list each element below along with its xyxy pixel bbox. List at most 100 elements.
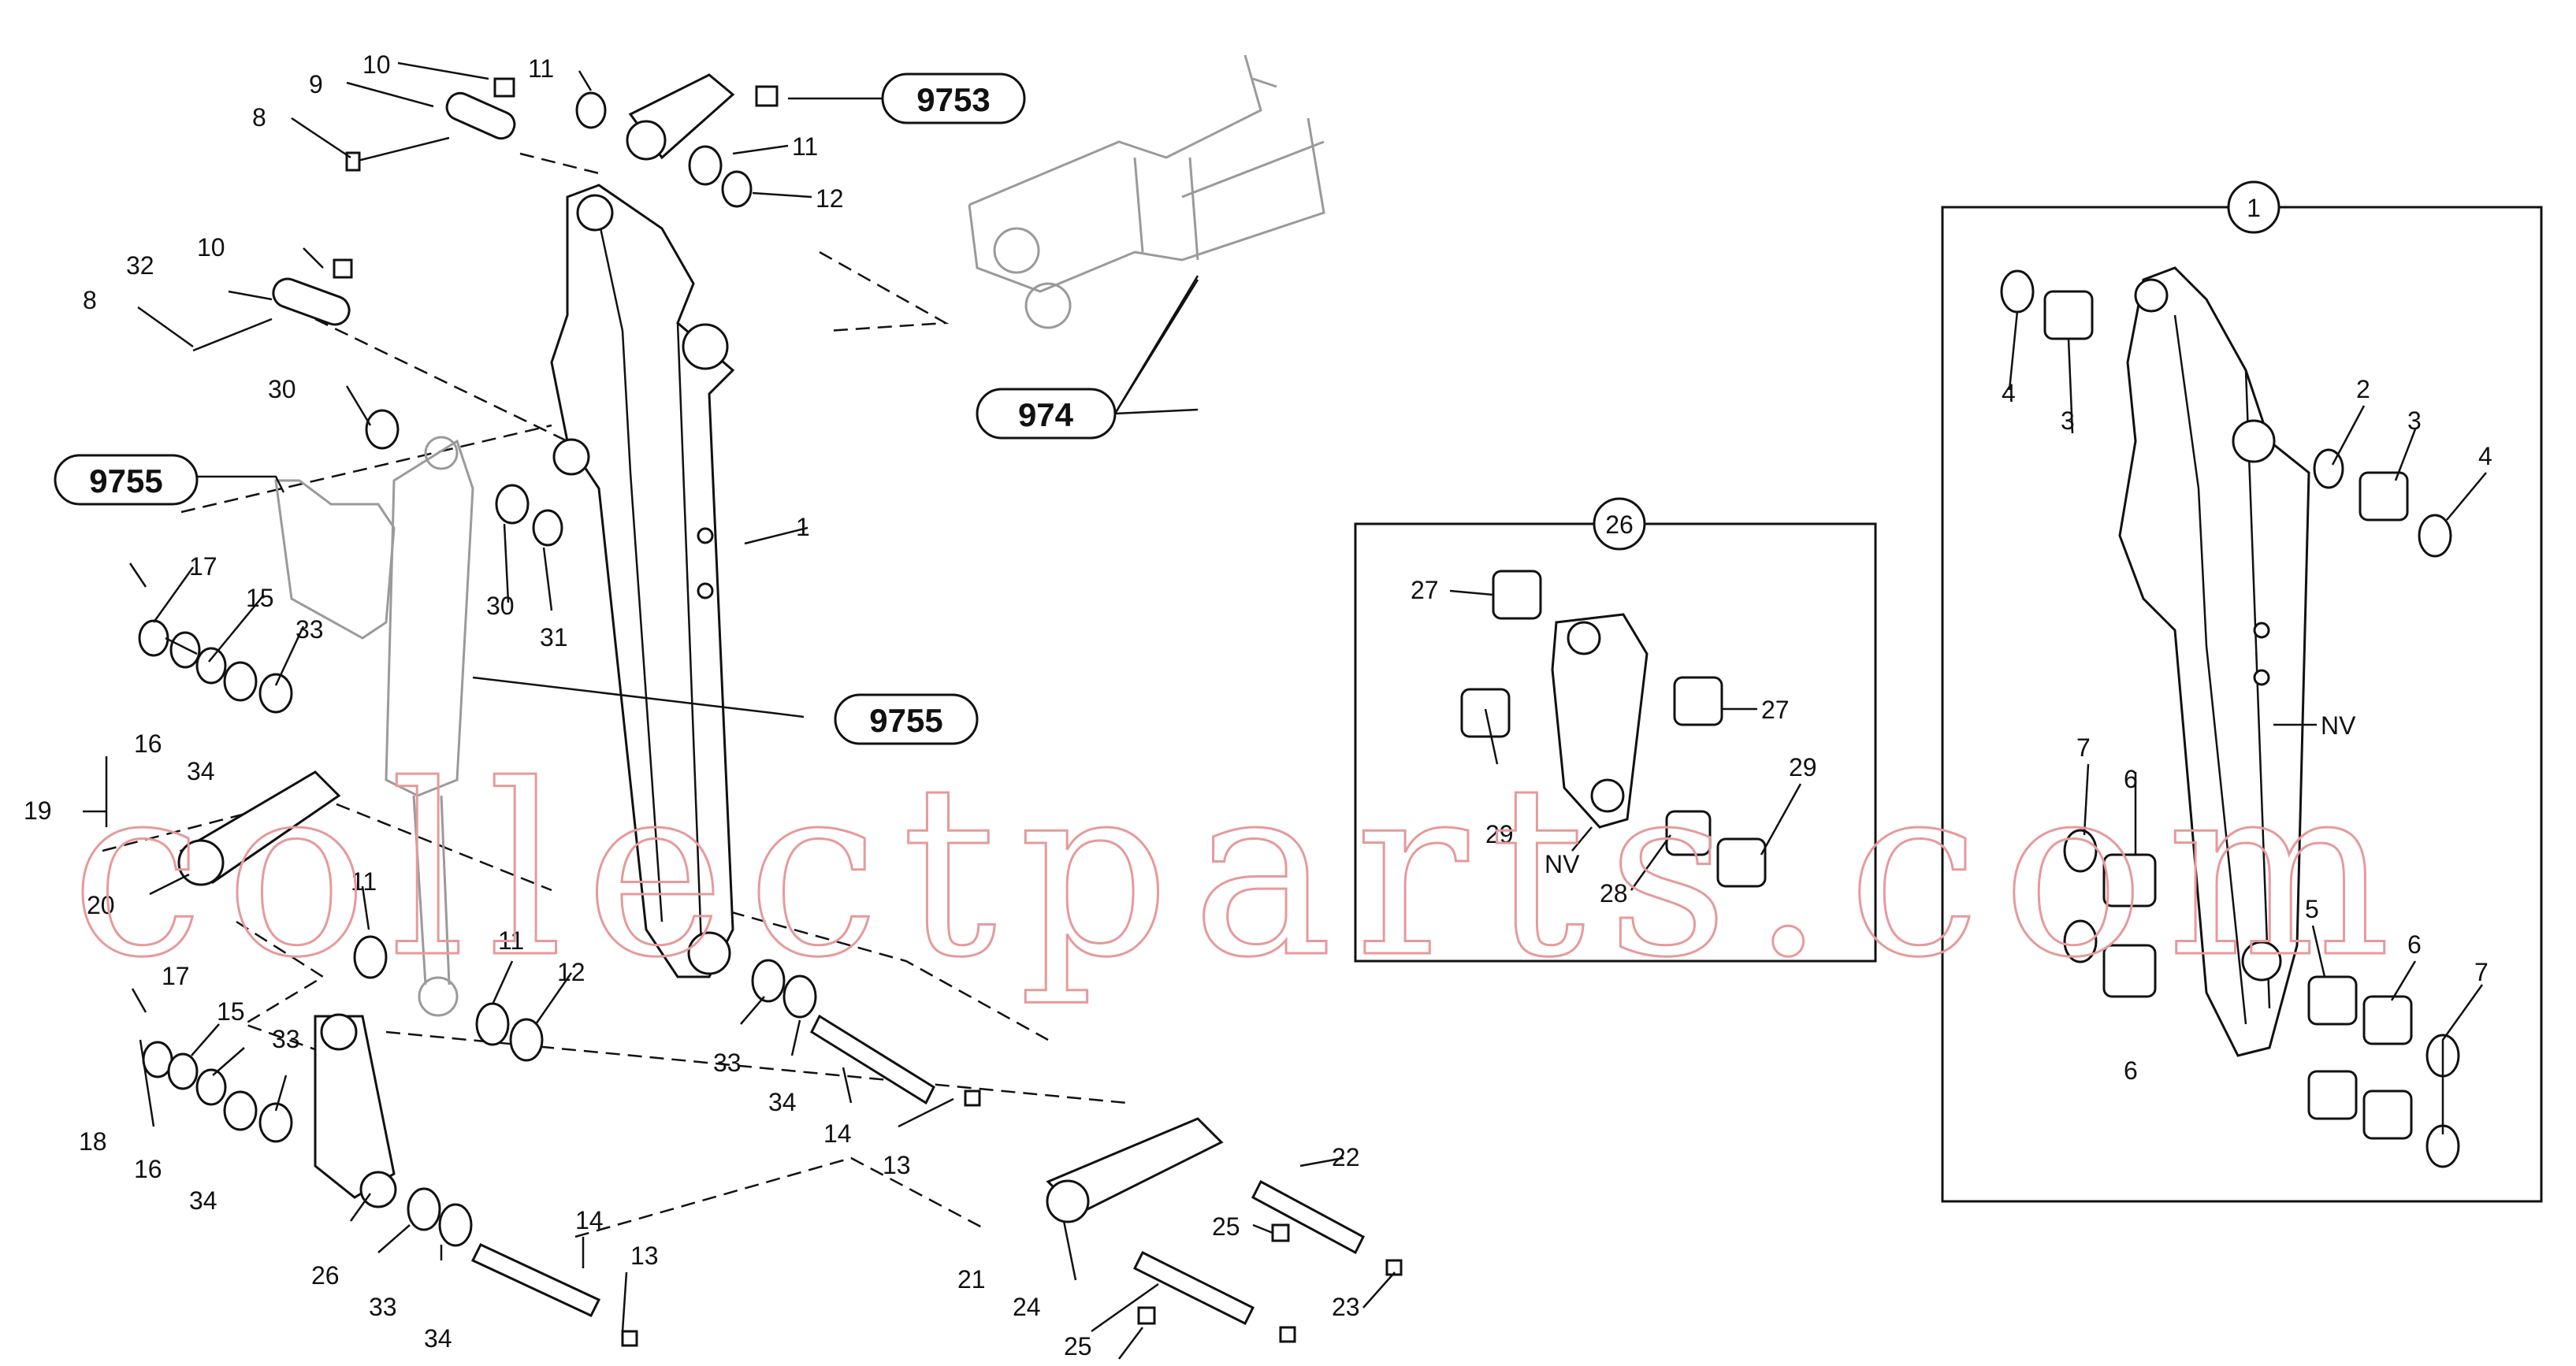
washer-11 bbox=[688, 145, 723, 186]
part-label: 5 bbox=[2305, 895, 2319, 923]
ref-label-9753: 9753 bbox=[916, 81, 990, 118]
pin-9 bbox=[445, 91, 516, 140]
guard-plate bbox=[274, 479, 396, 640]
pin-24 bbox=[1132, 1250, 1255, 1326]
part-label: 11 bbox=[351, 867, 377, 896]
pin-32 bbox=[272, 277, 351, 326]
part-label: 34 bbox=[189, 1186, 217, 1215]
link-bore bbox=[177, 839, 225, 886]
svg-text:1: 1 bbox=[2247, 194, 2261, 222]
washer-34 bbox=[782, 974, 817, 1019]
washer-12 bbox=[509, 1018, 544, 1062]
part-label: 19 bbox=[24, 796, 52, 825]
ref-box-9755-mid: 9755 bbox=[834, 693, 979, 745]
part-label: 33 bbox=[713, 1049, 742, 1077]
part-label: 33 bbox=[369, 1293, 397, 1321]
part-label: 17 bbox=[162, 962, 190, 990]
pin-14 bbox=[810, 1014, 935, 1105]
ghost-boom-frame bbox=[968, 54, 1325, 329]
bushing-28 bbox=[1665, 810, 1712, 856]
part-label: 25 bbox=[1212, 1212, 1240, 1241]
part-label: 14 bbox=[823, 1119, 852, 1148]
fitting-23 bbox=[1279, 1326, 1296, 1343]
nut-10-lower bbox=[333, 258, 353, 279]
detail-circle-1: 1 bbox=[2227, 180, 2280, 234]
ref-label-974: 974 bbox=[1018, 396, 1074, 433]
washer-15 bbox=[167, 1052, 199, 1090]
part-label: 4 bbox=[2002, 379, 2016, 407]
part-label: 22 bbox=[1332, 1143, 1360, 1171]
ref-box-9755-top: 9755 bbox=[54, 454, 199, 506]
part-label: 26 bbox=[311, 1261, 340, 1290]
washer-33 bbox=[751, 959, 786, 1003]
part-label: 8 bbox=[252, 103, 266, 132]
part-label: 32 bbox=[126, 251, 154, 280]
part-label: NV bbox=[2321, 711, 2356, 740]
dashed-leaders bbox=[102, 152, 1128, 1238]
part-label: 21 bbox=[957, 1265, 986, 1294]
ref-label-9755: 9755 bbox=[89, 462, 162, 499]
part-label: 23 bbox=[1332, 1293, 1360, 1321]
ref-box-974: 974 bbox=[976, 279, 1199, 440]
part-label: 16 bbox=[134, 729, 162, 758]
washer-34 bbox=[438, 1203, 473, 1247]
washer-16 bbox=[138, 619, 169, 657]
part-label: 16 bbox=[134, 1155, 162, 1183]
part-label: 2 bbox=[2356, 375, 2370, 403]
arm-pin-bore-low bbox=[552, 438, 590, 476]
washer-15 bbox=[195, 1068, 227, 1106]
part-label: 13 bbox=[630, 1242, 659, 1270]
part-label: 13 bbox=[883, 1151, 911, 1179]
bushing-6 bbox=[2102, 944, 2157, 998]
bushing-3 bbox=[2359, 471, 2409, 522]
part-label: 8 bbox=[83, 286, 97, 314]
grease-nipple bbox=[697, 582, 714, 599]
part-label: 6 bbox=[2407, 930, 2422, 959]
washer-11 bbox=[475, 1002, 510, 1046]
grease-fitting bbox=[755, 85, 779, 107]
washer-15 bbox=[195, 647, 227, 685]
part-label: 9 bbox=[309, 70, 323, 98]
washer-30 bbox=[365, 409, 400, 450]
washer-11 bbox=[575, 91, 607, 129]
small-parts bbox=[105, 73, 1403, 1347]
detail-box-1 bbox=[1941, 206, 2543, 1203]
part-labels: 10 9 8 11 11 12 10 32 8 30 1 30 31 17 15… bbox=[24, 50, 2492, 1360]
part-label: 30 bbox=[268, 375, 296, 403]
bushing-5 bbox=[2307, 1070, 2358, 1120]
bushing-5 bbox=[2307, 975, 2358, 1026]
arm-pin-bore-mid bbox=[682, 323, 729, 370]
part-label: 3 bbox=[2407, 406, 2422, 435]
washer-34 bbox=[223, 661, 258, 702]
bushing-6 bbox=[2102, 853, 2157, 908]
dipper-arm bbox=[550, 184, 735, 978]
link-NV bbox=[1551, 613, 1649, 829]
nut-10 bbox=[493, 77, 515, 98]
part-label: 14 bbox=[575, 1206, 604, 1234]
part-label: 28 bbox=[1600, 879, 1628, 908]
bushing-6 bbox=[2362, 995, 2413, 1045]
bushing-29 bbox=[1716, 837, 1767, 888]
part-label: 17 bbox=[189, 552, 217, 581]
link-bore bbox=[1046, 1179, 1090, 1223]
ref-label-9755: 9755 bbox=[869, 702, 942, 739]
arm-pin-bore-bottom bbox=[687, 931, 731, 975]
part-label: 6 bbox=[2124, 765, 2138, 793]
part-label: 11 bbox=[498, 926, 524, 955]
part-label: 18 bbox=[79, 1127, 107, 1156]
detail-box-26 bbox=[1354, 522, 1877, 963]
part-label: 31 bbox=[540, 623, 568, 651]
part-label: 33 bbox=[272, 1025, 300, 1053]
split-pin-17 bbox=[128, 562, 147, 1013]
seal-4 bbox=[2000, 269, 2035, 314]
watermark: collectparts.com bbox=[71, 734, 2413, 1009]
washer-11 bbox=[353, 935, 388, 979]
part-label: 20 bbox=[87, 891, 115, 919]
part-label: 27 bbox=[1761, 696, 1790, 724]
bushing-27 bbox=[1673, 676, 1723, 726]
arm-pin-bore-top bbox=[576, 194, 614, 232]
part-label: 7 bbox=[2474, 958, 2489, 986]
fitting-13 bbox=[621, 1330, 638, 1347]
link-bore bbox=[359, 1171, 397, 1208]
